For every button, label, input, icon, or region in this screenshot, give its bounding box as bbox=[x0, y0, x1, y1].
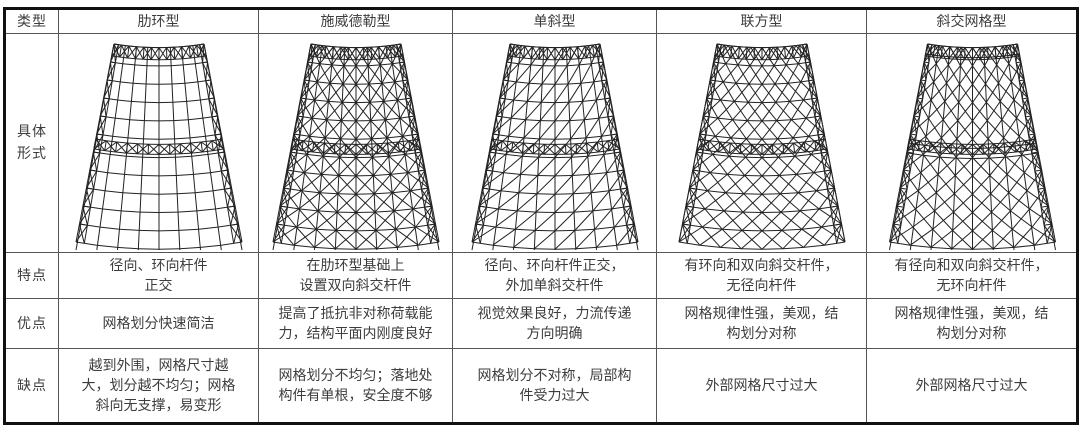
cell-text-line: 有环向和双向斜交杆件， bbox=[684, 257, 839, 274]
form-label-line-1: 具体 bbox=[17, 124, 47, 140]
cell-text-line: 大，划分越不均匀；网格 bbox=[81, 377, 236, 394]
advantages-cell: 网格规律性强，美观，结构划分对称 bbox=[866, 298, 1078, 349]
cell-text-line: 径向、环向杆件正交， bbox=[484, 257, 625, 274]
advantages-cell: 视觉效果良好，力流传递方向明确 bbox=[452, 298, 657, 349]
advantages-row-label: 优点 bbox=[4, 298, 59, 349]
cell-text-line: 视觉效果良好，力流传递 bbox=[477, 305, 632, 322]
lamella-grid-diagram bbox=[678, 43, 846, 250]
disadvantages-cell: 外部网格尺寸过大 bbox=[866, 348, 1078, 424]
single-diagonal-grid-diagram bbox=[471, 43, 639, 251]
header-row: 类型 肋环型 施威德勒型 单斜型 联方型 斜交网格型 bbox=[4, 8, 1078, 34]
cell-text-line: 网格规律性强，美观，结 bbox=[894, 305, 1049, 322]
cell-text-line: 力，结构平面内刚度良好 bbox=[278, 325, 433, 342]
advantages-cell: 提高了抵抗非对称荷载能力，结构平面内刚度良好 bbox=[258, 298, 453, 349]
column-header-diagonal-grid: 斜交网格型 bbox=[866, 8, 1078, 34]
cell-text-line: 网格规律性强，美观，结 bbox=[684, 305, 839, 322]
schwedler-grid-diagram bbox=[272, 43, 440, 251]
diagonal-grid-diagram bbox=[889, 43, 1056, 251]
features-row-label: 特点 bbox=[4, 252, 59, 299]
cell-text-line: 无环向杆件 bbox=[936, 277, 1007, 294]
features-cell: 有径向和双向斜交杆件， 无环向杆件 bbox=[866, 252, 1078, 299]
cell-text-line: 设置双向斜交杆件 bbox=[299, 277, 412, 294]
cell-text-line: 正交 bbox=[144, 277, 173, 294]
cell-text-line: 外部网格尺寸过大 bbox=[915, 377, 1028, 394]
disadvantages-row: 缺点 越到外围，网格尺寸越大，划分越不均匀；网格斜向无支撑，易变形 网格划分不均… bbox=[4, 348, 1078, 424]
cell-text-line: 外加单斜交杆件 bbox=[505, 277, 604, 294]
disadvantages-cell: 网格划分不对称，局部构件受力过大 bbox=[452, 348, 657, 424]
advantages-cell: 网格划分快速简洁 bbox=[58, 298, 259, 349]
features-cell: 径向、环向杆件正交， 外加单斜交杆件 bbox=[452, 252, 657, 299]
cell-text-line: 构划分对称 bbox=[726, 325, 797, 342]
features-cell: 径向、环向杆件正交 bbox=[58, 252, 259, 299]
features-cell: 有环向和双向斜交杆件， 无径向杆件 bbox=[656, 252, 867, 299]
disadvantages-cell: 外部网格尺寸过大 bbox=[656, 348, 867, 424]
comparison-table: 类型 肋环型 施威德勒型 单斜型 联方型 斜交网格型 具体 形式 特点 径向、环… bbox=[3, 7, 1079, 425]
disadvantages-cell: 网格划分不均匀；落地处构件有单根，安全度不够 bbox=[258, 348, 453, 424]
cell-text-line: 构件有单根，安全度不够 bbox=[278, 387, 433, 404]
column-header-rib-ring: 肋环型 bbox=[58, 8, 259, 34]
cell-text-line: 径向、环向杆件 bbox=[109, 257, 208, 274]
type-header: 类型 bbox=[4, 8, 59, 34]
cell-text-line: 构划分对称 bbox=[936, 325, 1007, 342]
diagram-cell bbox=[58, 33, 259, 253]
diagram-cell bbox=[866, 33, 1078, 253]
cell-text-line: 越到外围，网格尺寸越 bbox=[88, 357, 229, 374]
rib-ring-grid-diagram bbox=[75, 43, 243, 251]
features-cell: 在肋环型基础上设置双向斜交杆件 bbox=[258, 252, 453, 299]
cell-text-line: 网格划分不均匀；落地处 bbox=[278, 367, 433, 384]
column-header-schwedler: 施威德勒型 bbox=[258, 8, 453, 34]
disadvantages-row-label: 缺点 bbox=[4, 348, 59, 424]
disadvantages-cell: 越到外围，网格尺寸越大，划分越不均匀；网格斜向无支撑，易变形 bbox=[58, 348, 259, 424]
cell-text-line: 外部网格尺寸过大 bbox=[705, 377, 818, 394]
cell-text-line: 在肋环型基础上 bbox=[306, 257, 405, 274]
features-row: 特点 径向、环向杆件正交 在肋环型基础上设置双向斜交杆件 径向、环向杆件正交， 外… bbox=[4, 252, 1078, 299]
cell-text-line: 斜向无支撑，易变形 bbox=[95, 397, 222, 414]
diagram-cell bbox=[656, 33, 867, 253]
cell-text-line: 网格划分快速简洁 bbox=[102, 315, 215, 332]
form-row: 具体 形式 bbox=[4, 33, 1078, 253]
cell-text-line: 件受力过大 bbox=[519, 387, 590, 404]
cell-text-line: 提高了抵抗非对称荷载能 bbox=[278, 305, 433, 322]
form-label-line-2: 形式 bbox=[17, 146, 47, 162]
cell-text-line: 无径向杆件 bbox=[726, 277, 797, 294]
cell-text-line: 方向明确 bbox=[526, 325, 583, 342]
column-header-single-diagonal: 单斜型 bbox=[452, 8, 657, 34]
cell-text-line: 网格划分不对称，局部构 bbox=[477, 367, 632, 384]
advantages-row: 优点 网格划分快速简洁 提高了抵抗非对称荷载能力，结构平面内刚度良好 视觉效果良… bbox=[4, 298, 1078, 349]
diagram-cell bbox=[452, 33, 657, 253]
cell-text-line: 有径向和双向斜交杆件， bbox=[894, 257, 1049, 274]
form-row-label: 具体 形式 bbox=[4, 33, 59, 253]
advantages-cell: 网格规律性强，美观，结构划分对称 bbox=[656, 298, 867, 349]
diagram-cell bbox=[258, 33, 453, 253]
column-header-lamella: 联方型 bbox=[656, 8, 867, 34]
